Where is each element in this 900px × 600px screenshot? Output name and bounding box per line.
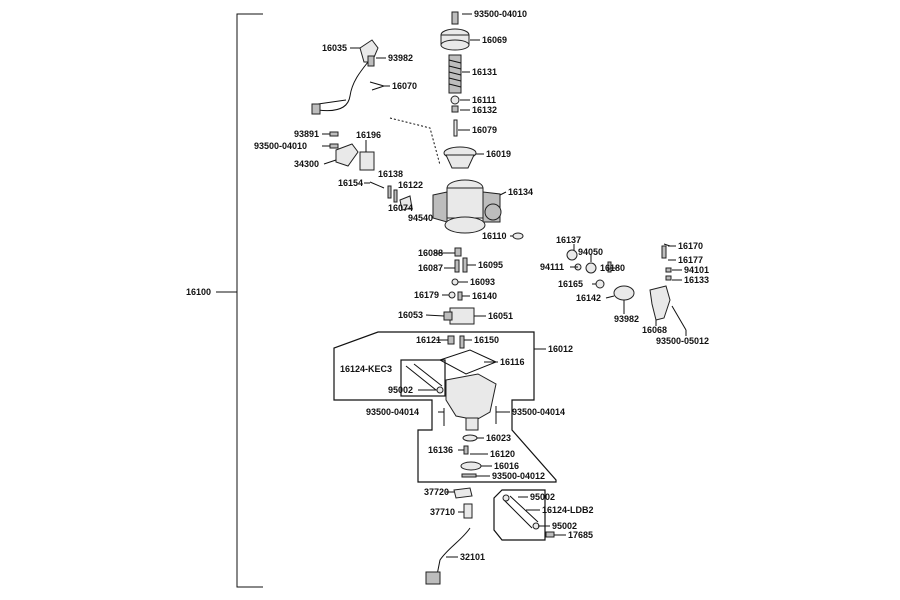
part-drawings	[311, 11, 687, 585]
part-label: 16016	[494, 461, 519, 471]
part-label: 16179	[414, 290, 439, 300]
part-label: 16111	[472, 95, 496, 105]
part-label: 16019	[486, 149, 511, 159]
part-label: 95002	[552, 521, 577, 531]
assembly-label: 16100	[186, 287, 211, 297]
part-label: 16035	[322, 43, 347, 53]
subassembly-outline-16124-kec3	[400, 359, 446, 397]
part-label: 16196	[356, 130, 381, 140]
part-label: 16140	[472, 291, 497, 301]
part-label: 93500-04010	[474, 9, 527, 19]
part-label: 93982	[388, 53, 413, 63]
part-label: 94540	[408, 213, 433, 223]
part-label: 16110	[482, 231, 507, 241]
part-label: 17685	[568, 530, 593, 540]
part-label: 32101	[460, 552, 485, 562]
part-label: 94050	[578, 247, 603, 257]
part-label: 16177	[678, 255, 703, 265]
leader-lines	[322, 13, 687, 558]
part-label: 16136	[428, 445, 453, 455]
part-label: 16132	[472, 105, 497, 115]
part-label: 16116	[500, 357, 525, 367]
part-label: 16012	[548, 344, 573, 354]
part-label: 93891	[294, 129, 319, 139]
part-label: 16124-LDB2	[542, 505, 594, 515]
part-label: 16122	[398, 180, 423, 190]
part-label: 93500-04014	[512, 407, 565, 417]
part-label: 37710	[430, 507, 455, 517]
part-label: 16095	[478, 260, 503, 270]
part-label: 37720	[424, 487, 449, 497]
part-label: 16124-KEC3	[340, 364, 392, 374]
part-label: 16070	[392, 81, 417, 91]
part-label: 93500-04010	[254, 141, 307, 151]
part-label: 16154	[338, 178, 363, 188]
part-label: 16150	[474, 335, 499, 345]
part-label: 16087	[418, 263, 443, 273]
part-label: 95002	[530, 492, 555, 502]
part-label: 95002	[388, 385, 413, 395]
part-label: 16051	[488, 311, 513, 321]
subassembly-outline-16012	[333, 331, 557, 483]
part-label: 16138	[378, 169, 403, 179]
part-label: 16023	[486, 433, 511, 443]
part-label: 16053	[398, 310, 423, 320]
part-label: 94111	[540, 262, 564, 272]
part-label: 16069	[482, 35, 507, 45]
part-label: 16137	[556, 235, 581, 245]
part-label: 34300	[294, 159, 319, 169]
part-label: 16074	[388, 203, 413, 213]
part-label: 16133	[684, 275, 709, 285]
part-label: 16165	[558, 279, 583, 289]
part-label: 93982	[614, 314, 639, 324]
part-label: 16121	[416, 335, 441, 345]
part-label: 93500-04014	[366, 407, 419, 417]
subassembly-outline-16124-ldb2	[493, 489, 546, 541]
part-label: 16142	[576, 293, 601, 303]
part-label: 16079	[472, 125, 497, 135]
part-label: 93500-05012	[656, 336, 709, 346]
part-label: 16170	[678, 241, 703, 251]
part-label: 16180	[600, 263, 625, 273]
part-label: 16088	[418, 248, 443, 258]
part-labels: 16100 93500-04010 16069 16035 93982 1613…	[186, 9, 709, 562]
part-label: 16131	[472, 67, 497, 77]
part-label: 16068	[642, 325, 667, 335]
part-label: 16093	[470, 277, 495, 287]
part-label: 93500-04012	[492, 471, 545, 481]
part-label: 16134	[508, 187, 533, 197]
part-label: 16120	[490, 449, 515, 459]
part-label: 94101	[684, 265, 709, 275]
assembly-bracket	[216, 13, 263, 588]
